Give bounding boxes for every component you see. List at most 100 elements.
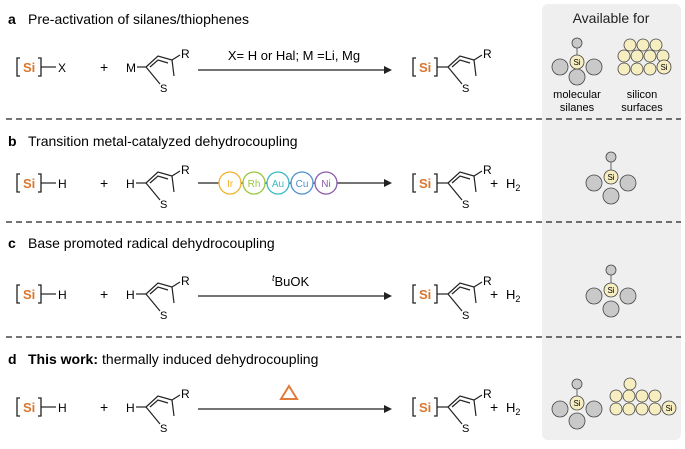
heat-triangle-icon [279, 384, 299, 400]
svg-text:tBuOK: tBuOK [272, 273, 310, 289]
row-c-product-si: Si [419, 287, 431, 302]
row-b-plus-2: + [490, 175, 498, 191]
svg-text:H2: H2 [506, 287, 520, 304]
row-a-leaving-group: X [58, 61, 66, 75]
label-molecular-2: silanes [560, 102, 595, 114]
row-b-plus: + [100, 175, 108, 191]
row-d-r-group: R [181, 387, 190, 401]
row-d-product-s: S [462, 423, 469, 435]
row-a-product: Si S R [412, 47, 492, 95]
row-d-hydrogen: H [58, 401, 67, 415]
row-c-h2: H [506, 287, 515, 302]
row-c-molecular-silane-icon: Si [585, 264, 637, 318]
metal-rh: Rh [248, 179, 261, 190]
label-surface-1: silicon [627, 89, 658, 101]
row-d-surface-si: Si [665, 404, 672, 413]
row-b-metal-catalysts: Ir Rh Au Cu Ni [218, 171, 338, 195]
row-c-product-s: S [462, 310, 469, 322]
metal-cu: Cu [296, 179, 309, 190]
row-b-reagent-silane: Si H [16, 173, 67, 193]
ir-circle [218, 171, 242, 195]
row-c-h2-sub: 2 [515, 294, 520, 304]
svg-text:H2: H2 [506, 400, 520, 417]
cu-circle [290, 171, 314, 195]
row-a-condition: X= H or Hal; M =Li, Mg [228, 48, 360, 63]
row-a-r-group: R [181, 47, 190, 61]
row-c-plus: + [100, 286, 108, 302]
row-d-h-prefix: H [126, 401, 135, 415]
row-a-product-si: Si [419, 60, 431, 75]
row-c-condition: BuOK [275, 274, 310, 289]
row-c-si-label: Si [23, 287, 35, 302]
row-d-title: thermally induced dehydrocoupling [102, 351, 318, 367]
row-a-surface-si: Si [660, 63, 667, 72]
svg-text:H2: H2 [506, 176, 520, 193]
row-c-thiophene-s: S [160, 310, 167, 322]
row-c-title: Base promoted radical dehydrocoupling [28, 235, 275, 251]
label-surface-2: surfaces [621, 102, 663, 114]
row-b-thiophene-reagent: H S R [126, 163, 190, 211]
row-d-plus-2: + [490, 399, 498, 415]
row-b-h-prefix: H [126, 177, 135, 191]
row-d-bold-prefix: This work: [28, 351, 98, 367]
row-b-h2-sub: 2 [515, 183, 520, 193]
row-b-product-si: Si [419, 176, 431, 191]
row-d-product-si: Si [419, 400, 431, 415]
row-c: c Base promoted radical dehydrocoupling … [8, 235, 637, 322]
row-a-molecular-silane-icon: Si molecular silanes [551, 37, 603, 114]
row-d-h2-sub: 2 [515, 407, 520, 417]
row-a-letter: a [8, 11, 16, 27]
row-d-plus: + [100, 399, 108, 415]
metal-ir: Ir [227, 179, 234, 190]
row-a-plus: + [100, 59, 108, 75]
row-d-product-r: R [483, 387, 492, 401]
metal-au: Au [272, 179, 284, 190]
row-c-plus-2: + [490, 286, 498, 302]
svg-text:This work:thermally induced de: This work:thermally induced dehydrocoupl… [28, 351, 318, 367]
row-d: d This work:thermally induced dehydrocou… [8, 351, 677, 435]
row-d-h2: H [506, 400, 515, 415]
row-a-product-r: R [483, 47, 492, 61]
row-c-thiophene-reagent: H S R [126, 274, 190, 322]
metal-ni: Ni [321, 179, 330, 190]
row-d-silicon-surface-icon: Si [609, 377, 677, 416]
row-c-product: Si S R [412, 274, 492, 322]
row-b-product: Si S R [412, 163, 492, 211]
row-a-metal-prefix: M [126, 61, 136, 75]
row-a-silicon-surface-icon: Si silicon surfaces [617, 38, 672, 114]
au-circle [266, 171, 290, 195]
row-c-letter: c [8, 235, 16, 251]
row-c-h-prefix: H [126, 288, 135, 302]
row-b-product-s: S [462, 199, 469, 211]
row-b-letter: b [8, 133, 17, 149]
row-d-molecular-silane-icon: Si [551, 378, 603, 430]
row-c-molecular-si: Si [607, 286, 614, 295]
row-b-r-group: R [181, 163, 190, 177]
row-a-si-label: Si [23, 60, 35, 75]
row-c-reagent-silane: Si H [16, 284, 67, 304]
row-a: a Pre-activation of silanes/thiophenes S… [8, 11, 672, 114]
row-b-product-r: R [483, 163, 492, 177]
ni-circle [314, 171, 338, 195]
row-b-molecular-silane-icon: Si [585, 151, 637, 205]
row-a-title: Pre-activation of silanes/thiophenes [28, 11, 249, 27]
availability-title: Available for [573, 10, 650, 26]
row-c-condition-sup: t [272, 273, 275, 283]
row-d-product: Si S R [412, 387, 492, 435]
row-a-reagent-silane: Si X [16, 57, 66, 77]
row-b-title: Transition metal-catalyzed dehydrocoupli… [28, 133, 298, 149]
row-c-product-r: R [483, 274, 492, 288]
row-d-molecular-si: Si [573, 399, 580, 408]
row-d-letter: d [8, 351, 17, 367]
row-a-molecular-si: Si [573, 58, 580, 67]
row-d-thiophene-reagent: H S R [126, 387, 190, 435]
row-d-reagent-silane: Si H [16, 397, 67, 417]
row-b-thiophene-s: S [160, 199, 167, 211]
row-b-molecular-si: Si [607, 173, 614, 182]
row-b-hydrogen: H [58, 177, 67, 191]
row-d-thiophene-s: S [160, 423, 167, 435]
row-a-thiophene-s: S [160, 83, 167, 95]
row-c-hydrogen: H [58, 288, 67, 302]
label-molecular-1: molecular [553, 89, 601, 101]
